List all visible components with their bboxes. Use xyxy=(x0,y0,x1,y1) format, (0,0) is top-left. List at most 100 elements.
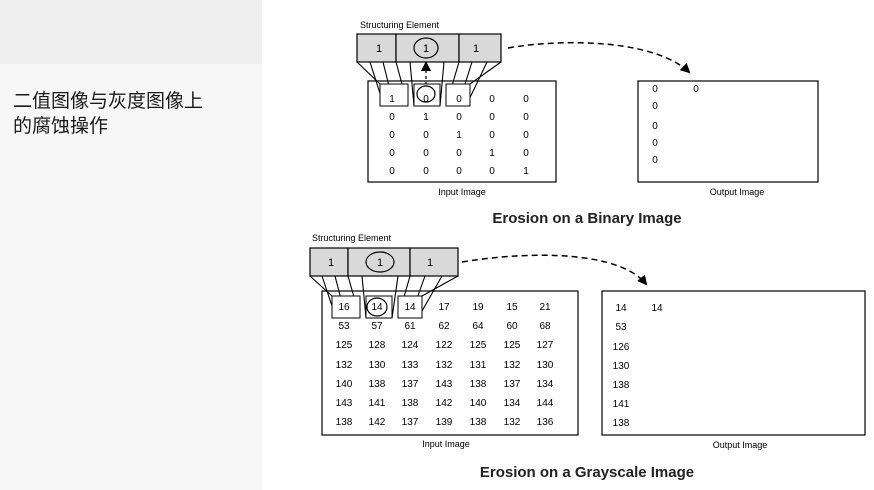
grayscale-input-cell-value: 19 xyxy=(472,302,484,313)
grayscale-se-value: 1 xyxy=(377,257,383,269)
grayscale-se-value: 1 xyxy=(427,257,433,269)
grayscale-input-image-label: Input Image xyxy=(422,439,470,449)
grayscale-input-cell-value: 124 xyxy=(402,340,419,351)
grayscale-result-arrow xyxy=(461,254,648,286)
grayscale-input-cell-value: 138 xyxy=(470,417,487,428)
grayscale-input-cell-value: 131 xyxy=(470,360,487,371)
binary-result-arrow xyxy=(507,41,691,74)
grayscale-input-cell-value: 128 xyxy=(369,340,386,351)
binary-input-cell-value: 0 xyxy=(423,130,429,141)
binary-input-cell-value: 1 xyxy=(389,94,395,105)
grayscale-input-cell-value: 134 xyxy=(537,379,554,390)
grayscale-input-cell-value: 137 xyxy=(402,379,419,390)
grayscale-input-cell-value: 132 xyxy=(336,360,353,371)
binary-window-cell xyxy=(379,83,409,107)
binary-input-cell-value: 0 xyxy=(523,112,529,123)
binary-se-value: 1 xyxy=(473,43,479,55)
grayscale-output-cell-value: 138 xyxy=(613,380,630,391)
grayscale-input-cell-value: 125 xyxy=(336,340,353,351)
grayscale-input-cell-value: 15 xyxy=(506,302,518,313)
binary-input-cell-value: 0 xyxy=(456,112,462,123)
grayscale-figure-title: Erosion on a Grayscale Image xyxy=(480,464,694,481)
binary-erosion-figure: Structuring Element 1 1 1 1 0 0 0 0 0 1 0 0 xyxy=(356,20,819,227)
binary-input-image-label: Input Image xyxy=(438,187,486,197)
binary-input-cell-value: 0 xyxy=(489,112,495,123)
binary-input-cell-value: 0 xyxy=(489,130,495,141)
grayscale-input-cell-value: 143 xyxy=(436,379,453,390)
binary-input-cell-value: 1 xyxy=(523,166,529,177)
left-panel: 二值图像与灰度图像上 的腐蚀操作 xyxy=(0,0,262,490)
grayscale-output-cell-value: 14 xyxy=(651,303,663,314)
grayscale-window-origin-circle xyxy=(366,297,388,317)
left-panel-header-band xyxy=(0,0,262,64)
grayscale-output-image-label: Output Image xyxy=(713,440,768,450)
binary-input-cell-value: 0 xyxy=(389,166,395,177)
binary-input-cell-value: 0 xyxy=(456,94,462,105)
grayscale-input-cell-value: 141 xyxy=(369,398,386,409)
grayscale-output-cell-value: 130 xyxy=(613,361,630,372)
grayscale-input-cell-value: 21 xyxy=(539,302,551,313)
slide-caption: 二值图像与灰度图像上 的腐蚀操作 xyxy=(13,89,253,139)
grayscale-input-cell-value: 142 xyxy=(436,398,453,409)
binary-input-cell-value: 1 xyxy=(489,148,495,159)
grayscale-input-cell-value: 138 xyxy=(402,398,419,409)
binary-input-image-frame xyxy=(367,80,557,183)
grayscale-input-cell-value: 68 xyxy=(539,321,551,332)
binary-input-cell-value: 0 xyxy=(523,130,529,141)
grayscale-input-cell-value: 143 xyxy=(336,398,353,409)
grayscale-input-cell-value: 17 xyxy=(438,302,450,313)
binary-output-cell-value: 0 xyxy=(652,84,658,95)
binary-window-cell xyxy=(445,83,471,107)
binary-input-cell-value: 0 xyxy=(389,148,395,159)
grayscale-input-cell-value: 138 xyxy=(336,417,353,428)
binary-se-value: 1 xyxy=(376,43,382,55)
binary-output-cell-value: 0 xyxy=(693,84,699,95)
binary-input-cell-value: 0 xyxy=(423,148,429,159)
binary-input-cell-value: 0 xyxy=(389,130,395,141)
grayscale-input-cell-value: 138 xyxy=(470,379,487,390)
grayscale-output-image-frame xyxy=(601,290,866,436)
grayscale-input-cell-value: 137 xyxy=(402,417,419,428)
binary-output-cell-value: 0 xyxy=(652,155,658,166)
grayscale-output-cell-value: 53 xyxy=(615,322,627,333)
grayscale-input-cell-value: 144 xyxy=(537,398,554,409)
grayscale-input-image-frame xyxy=(321,290,579,436)
grayscale-input-cell-value: 134 xyxy=(504,398,521,409)
grayscale-input-cell-value: 133 xyxy=(402,360,419,371)
binary-input-cell-value: 0 xyxy=(489,166,495,177)
grayscale-input-cell-value: 132 xyxy=(436,360,453,371)
binary-structuring-element-label: Structuring Element xyxy=(360,20,440,30)
grayscale-input-cell-value: 132 xyxy=(504,417,521,428)
binary-se-value: 1 xyxy=(423,43,429,55)
grayscale-input-cell-value: 53 xyxy=(338,321,350,332)
grayscale-input-cell-value: 125 xyxy=(504,340,521,351)
grayscale-input-cell-value: 140 xyxy=(336,379,353,390)
grayscale-output-cell-value: 141 xyxy=(613,399,630,410)
grayscale-input-cell-value: 138 xyxy=(369,379,386,390)
grayscale-input-cell-value: 130 xyxy=(537,360,554,371)
binary-input-cell-value: 0 xyxy=(389,112,395,123)
binary-output-cell-value: 0 xyxy=(652,121,658,132)
binary-output-cell-value: 0 xyxy=(652,101,658,112)
binary-input-cell-value: 0 xyxy=(523,148,529,159)
binary-window-origin-circle xyxy=(416,85,436,103)
grayscale-window-cell xyxy=(331,295,361,319)
caption-line-2: 的腐蚀操作 xyxy=(13,115,109,137)
grayscale-output-cell-value: 126 xyxy=(613,342,630,353)
grayscale-input-cell-value: 122 xyxy=(436,340,453,351)
binary-input-cell-value: 0 xyxy=(423,94,429,105)
grayscale-input-cell-value: 60 xyxy=(506,321,518,332)
binary-input-cell-value: 1 xyxy=(456,130,462,141)
grayscale-input-cell-value: 57 xyxy=(371,321,383,332)
grayscale-input-cell-value: 139 xyxy=(436,417,453,428)
binary-se-origin-circle xyxy=(413,37,439,59)
grayscale-input-cell-value: 62 xyxy=(438,321,450,332)
grayscale-input-cell-value: 125 xyxy=(470,340,487,351)
grayscale-output-cell-value: 138 xyxy=(613,418,630,429)
grayscale-structuring-element-label: Structuring Element xyxy=(312,233,392,243)
